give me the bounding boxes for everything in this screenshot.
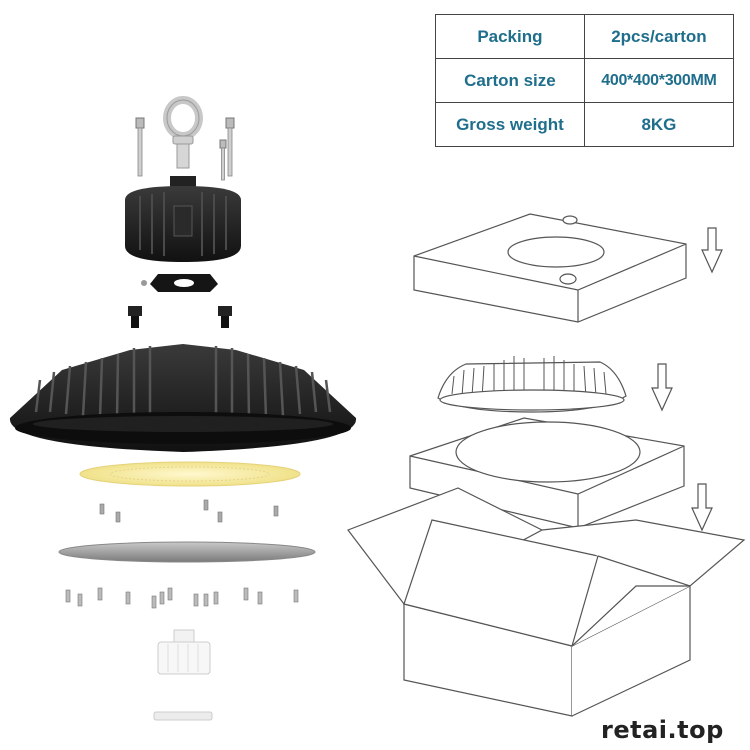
carton-top-lid [413, 213, 687, 323]
cable-gland [128, 306, 142, 328]
screw-icon [293, 589, 299, 603]
screw-icon [193, 593, 199, 607]
eye-bolt-icon [163, 96, 203, 169]
arrow-down-icon [691, 483, 713, 532]
screw-icon [217, 511, 223, 523]
gross-weight-value: 8KG [583, 102, 735, 147]
packing-spec-table: Packing 2pcs/carton Carton size 400*400*… [435, 14, 735, 147]
carton-size-value: 400*400*300MM [583, 58, 735, 103]
screw-icon [135, 117, 145, 177]
screw-icon [151, 595, 157, 609]
packing-value: 2pcs/carton [583, 14, 735, 59]
screw-icon [243, 587, 249, 601]
table-row: Gross weight 8KG [435, 102, 735, 147]
watermark: retai.top [601, 716, 724, 744]
driver-housing [125, 176, 241, 262]
arrow-down-icon [701, 227, 723, 274]
table-row: Carton size 400*400*300MM [435, 58, 735, 103]
screw-icon [167, 587, 173, 601]
white-connector [153, 629, 213, 721]
screw-icon [219, 139, 227, 181]
screw-icon [77, 593, 83, 607]
screw-icon [213, 591, 219, 605]
screw-icon [125, 591, 131, 605]
screw-icon [203, 593, 209, 607]
screw-icon [97, 587, 103, 601]
fixture-outline [437, 356, 627, 413]
cable-gland [218, 306, 232, 328]
screw-icon [99, 503, 105, 515]
open-carton-box [347, 487, 746, 717]
screw-icon [273, 505, 279, 517]
table-row: Packing 2pcs/carton [435, 14, 735, 59]
arrow-down-icon [651, 363, 673, 412]
lens-cover [58, 541, 316, 563]
carton-size-label: Carton size [435, 58, 585, 103]
packing-label: Packing [435, 14, 585, 59]
screw-icon [257, 591, 263, 605]
screw-icon [203, 499, 209, 511]
gasket [141, 274, 218, 292]
screw-icon [159, 591, 165, 605]
screw-icon [65, 589, 71, 603]
led-board [79, 461, 301, 487]
heatsink-body [9, 344, 357, 452]
gross-weight-label: Gross weight [435, 102, 585, 147]
screw-icon [115, 511, 121, 523]
screw-icon [225, 117, 235, 177]
